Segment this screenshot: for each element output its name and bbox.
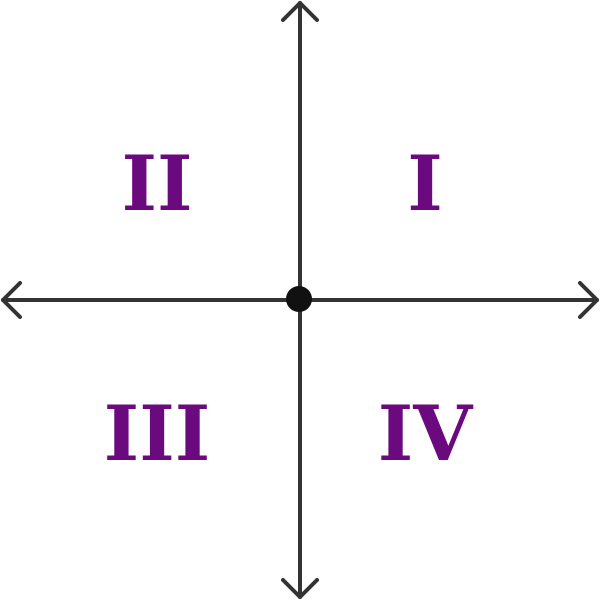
arrow-up-icon — [281, 1, 319, 22]
quadrant-label-4: IV — [378, 389, 475, 478]
origin-point — [286, 286, 312, 312]
quadrant-label-2: II — [121, 139, 192, 228]
arrow-down-icon — [281, 578, 319, 599]
quadrant-label-1: I — [407, 139, 443, 228]
arrow-left-icon — [1, 281, 22, 319]
arrow-right-icon — [578, 281, 599, 319]
quadrant-label-3: III — [104, 389, 211, 478]
